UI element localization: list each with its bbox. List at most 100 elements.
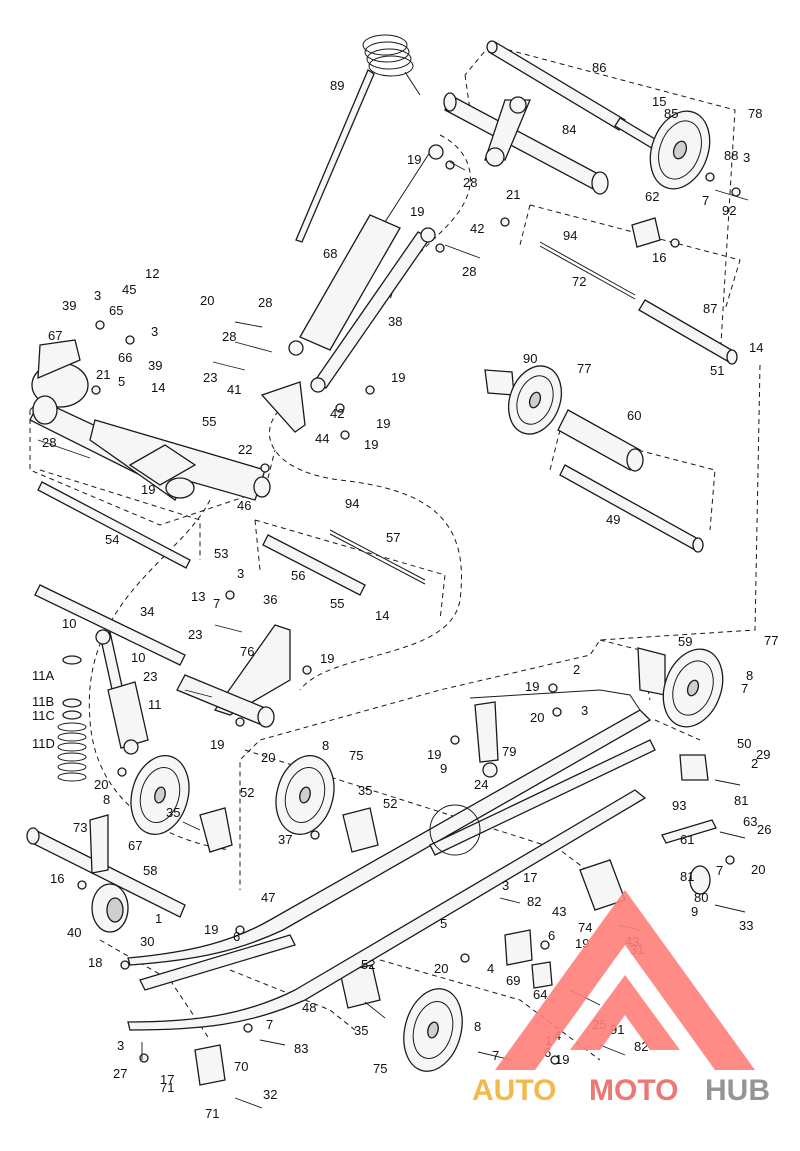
part-label: 10 xyxy=(62,616,76,631)
plate-61 xyxy=(661,819,717,844)
part-label: 15 xyxy=(652,94,666,109)
part-label: 23 xyxy=(188,627,202,642)
part-label: 47 xyxy=(261,890,275,905)
part-label: 19 xyxy=(364,437,378,452)
tie-rod-72 xyxy=(539,241,636,300)
wheel-75-center xyxy=(275,755,335,835)
part-label: 19 xyxy=(210,737,224,752)
slide-rail-47 xyxy=(127,689,656,966)
idler-wheel-78 xyxy=(649,110,711,190)
part-label: 89 xyxy=(330,78,344,93)
part-label: 7 xyxy=(741,681,748,696)
part-label: 9 xyxy=(440,761,447,776)
part-label: 7 xyxy=(213,596,220,611)
part-label: 6 xyxy=(548,928,555,943)
part-label: 63 xyxy=(743,814,757,829)
rod-57 xyxy=(329,529,426,585)
part-label: 75 xyxy=(373,1061,387,1076)
part-label: 3 xyxy=(581,703,588,718)
spring-11D xyxy=(57,655,87,782)
part-label: 20 xyxy=(434,961,448,976)
part-label: 8 xyxy=(474,1019,481,1034)
part-label: 19 xyxy=(141,482,155,497)
part-label: 35 xyxy=(354,1023,368,1038)
part-label: 44 xyxy=(315,431,329,446)
block-80 xyxy=(689,865,711,895)
part-label: 58 xyxy=(143,863,157,878)
spacer-64 xyxy=(531,961,553,989)
part-label: 23 xyxy=(143,669,157,684)
part-label: 55 xyxy=(330,596,344,611)
part-label: 67 xyxy=(128,838,142,853)
part-label: 36 xyxy=(263,592,277,607)
part-label: 20 xyxy=(530,710,544,725)
part-label: 7 xyxy=(702,193,709,208)
bushing-69 xyxy=(504,929,533,966)
part-label: 16 xyxy=(50,871,64,886)
part-label: 50 xyxy=(737,736,751,751)
slide-rail-48 xyxy=(127,789,647,1031)
part-label: 23 xyxy=(203,370,217,385)
block-40 xyxy=(91,883,129,933)
part-label: 28 xyxy=(222,329,236,344)
part-label: 83 xyxy=(294,1041,308,1056)
part-label: 4 xyxy=(487,961,494,976)
part-label: 19 xyxy=(407,152,421,167)
part-label: 28 xyxy=(42,435,56,450)
bracket-76 xyxy=(176,624,291,728)
part-label: 7 xyxy=(716,863,723,878)
part-label: 14 xyxy=(151,380,165,395)
part-label: 11B xyxy=(32,694,54,709)
part-label: 76 xyxy=(240,644,254,659)
part-label: 24 xyxy=(474,777,488,792)
part-label: 1 xyxy=(155,911,162,926)
part-label: 94 xyxy=(563,228,577,243)
part-label: 7 xyxy=(266,1017,273,1032)
part-label: 87 xyxy=(703,301,717,316)
part-label: 14 xyxy=(749,340,763,355)
part-label: 52 xyxy=(383,796,397,811)
part-label: 19 xyxy=(391,370,405,385)
part-label: 64 xyxy=(533,987,547,1002)
part-label: 5 xyxy=(440,916,447,931)
shaft-56 xyxy=(262,534,366,596)
shaft-49 xyxy=(559,464,704,553)
part-label: 11A xyxy=(32,668,54,683)
part-label: 5 xyxy=(118,374,125,389)
part-label: 92 xyxy=(722,203,736,218)
part-label: 2 xyxy=(751,756,758,771)
part-label: 20 xyxy=(261,750,275,765)
part-label: 81 xyxy=(680,869,694,884)
bracket-70 xyxy=(194,1044,226,1086)
logo-text-auto: AUTO xyxy=(472,1074,556,1107)
part-label: 3 xyxy=(502,878,509,893)
part-label: 81 xyxy=(734,793,748,808)
shaft-87 xyxy=(638,299,738,365)
part-label: 40 xyxy=(67,925,81,940)
front-arm-46 xyxy=(29,362,271,501)
part-label: 19 xyxy=(204,922,218,937)
part-label: 45 xyxy=(122,282,136,297)
part-label: 9 xyxy=(691,904,698,919)
part-label: 14 xyxy=(375,608,389,623)
part-label: 6 xyxy=(233,929,240,944)
part-label: 3 xyxy=(237,566,244,581)
shaft-54 xyxy=(37,481,191,569)
part-label: 77 xyxy=(577,361,591,376)
part-label: 49 xyxy=(606,512,620,527)
part-label: 3 xyxy=(117,1038,124,1053)
part-label: 3 xyxy=(94,288,101,303)
part-label: 67 xyxy=(48,328,62,343)
logo-text-hub: HUB xyxy=(705,1074,770,1107)
part-label: 84 xyxy=(562,122,576,137)
part-label: 77 xyxy=(764,633,778,648)
part-label: 27 xyxy=(113,1066,127,1081)
front-crossbar-58 xyxy=(26,814,186,918)
part-label: 55 xyxy=(202,414,216,429)
shaft-34 xyxy=(34,584,186,666)
part-label: 19 xyxy=(320,651,334,666)
part-label: 57 xyxy=(386,530,400,545)
part-label: 52 xyxy=(361,957,375,972)
